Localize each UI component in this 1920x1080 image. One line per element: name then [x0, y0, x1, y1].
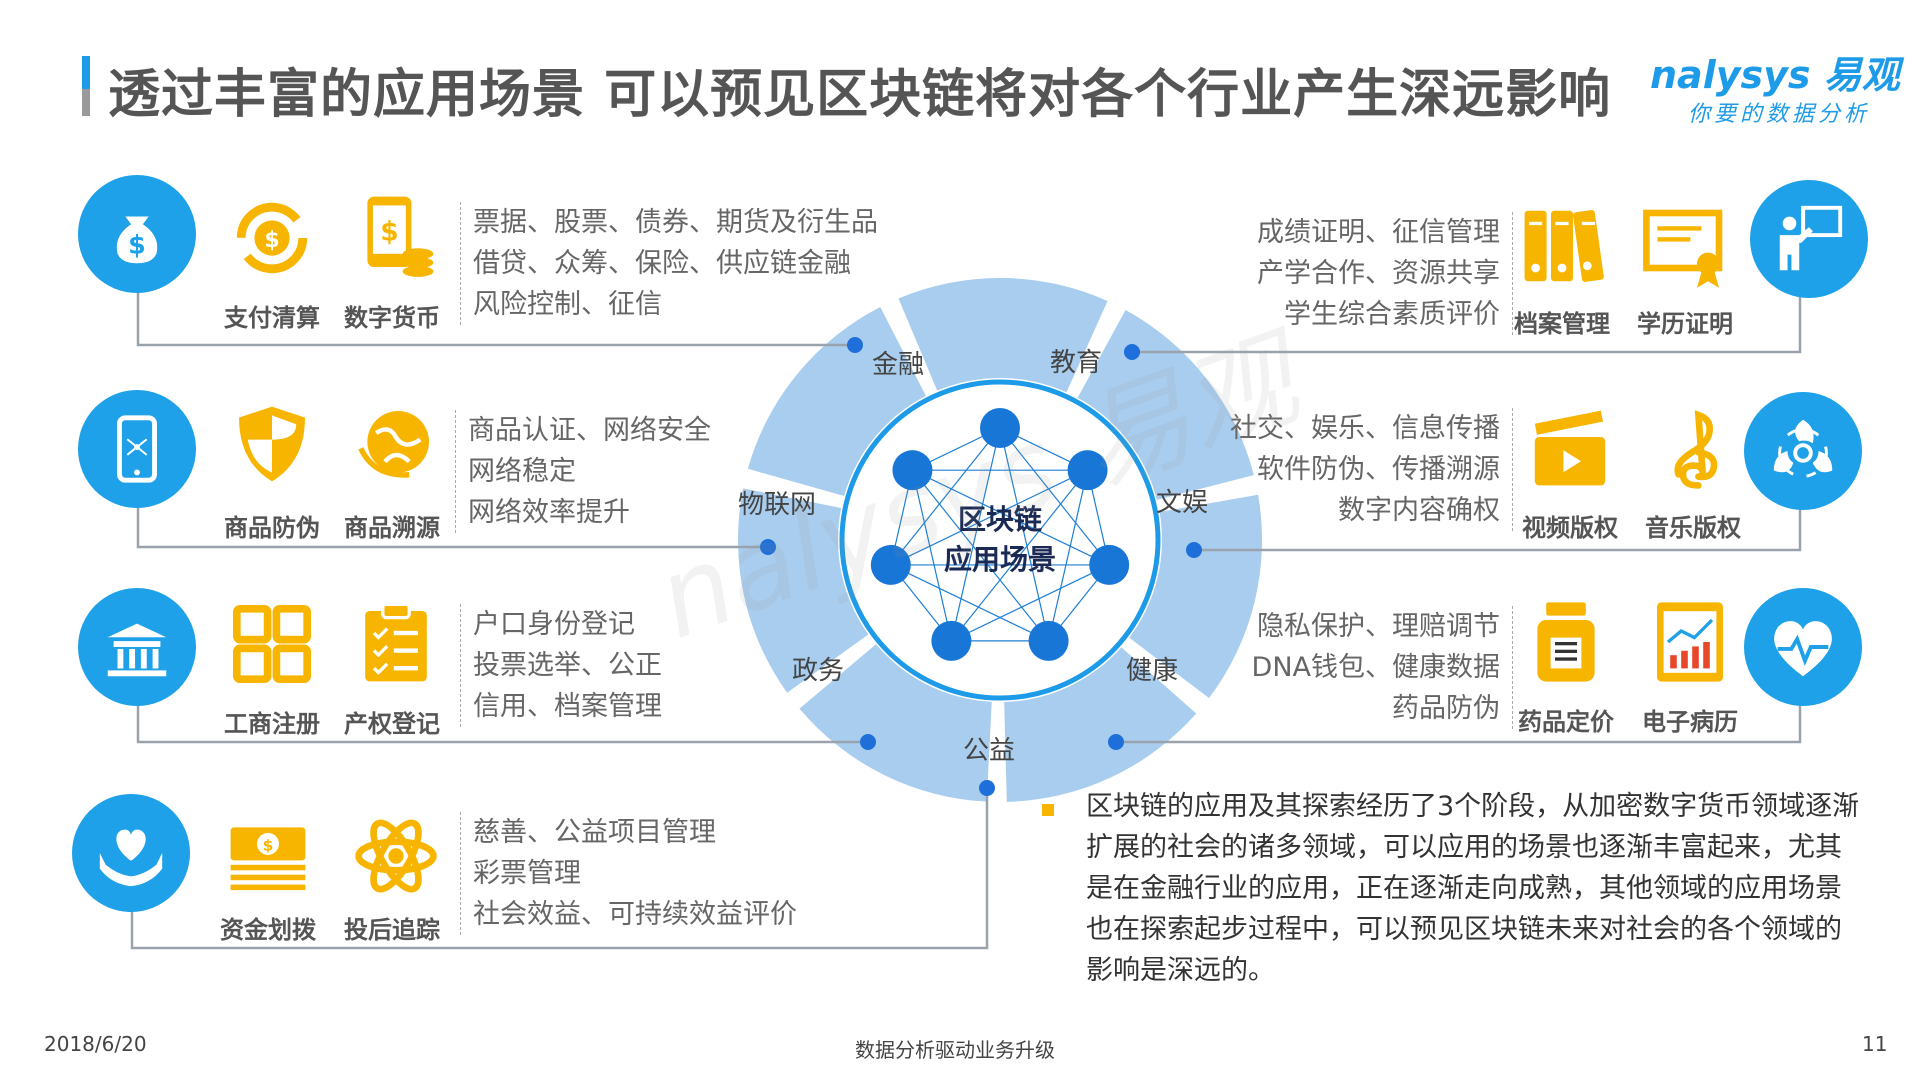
page-title: 透过丰富的应用场景 可以预见区块链将对各个行业产生深远影响: [108, 65, 1612, 125]
sector-entertainment: 文娱: [1156, 488, 1209, 518]
smartphone-circuit-icon: [78, 390, 196, 508]
logo-tagline: 你要的数据分析: [1688, 102, 1871, 127]
sector-government: 政务: [792, 656, 845, 686]
finance-desc: 票据、股票、债券、期货及衍生品 借贷、众筹、保险、供应链金融 风险控制、征信: [460, 202, 878, 325]
charity-item-2-label: 投后追踪: [344, 916, 440, 944]
health-desc: 隐私保护、理赔调节 DNA钱包、健康数据 药品防伪: [1215, 606, 1513, 729]
blockchain-scenario-wheel: [738, 278, 1262, 802]
network-link: [950, 469, 1089, 642]
treble-clef-icon: [1648, 402, 1740, 494]
svg-text:$: $: [264, 228, 279, 253]
finance-item-2-label: 数字货币: [344, 304, 440, 332]
globe-trace-icon: [350, 398, 442, 490]
network-link: [890, 469, 1088, 566]
entertainment-item-2-label: 音乐版权: [1645, 514, 1741, 542]
page-number: 11: [1862, 1032, 1888, 1056]
network-link: [890, 564, 1049, 642]
network-link: [911, 470, 952, 642]
bullet-marker: [1042, 804, 1054, 816]
network-link: [912, 469, 1110, 566]
government-building-icon: [78, 588, 196, 706]
title-accent-bar: [82, 56, 90, 116]
summary-text: 区块链的应用及其探索经历了3个阶段，从加密数字货币领域逐渐扩展的社会的诸多领域，…: [1086, 791, 1860, 986]
wheel-segment-education: [1077, 310, 1254, 500]
sector-iot: 物联网: [738, 490, 817, 520]
network-link: [951, 564, 1110, 642]
footer-date: 2018/6/20: [44, 1032, 147, 1056]
iot-item-2-label: 商品溯源: [344, 514, 440, 542]
wheel-segment-entertainment: [1129, 494, 1262, 698]
wheel-segment-iot: [747, 306, 926, 496]
entertainment-item-1-label: 视频版权: [1522, 514, 1618, 542]
biohazard-icon: [1744, 392, 1862, 510]
medicine-bottle-icon: [1520, 596, 1612, 688]
sector-charity: 公益: [963, 736, 1016, 766]
network-link: [890, 427, 1001, 566]
network-node: [1067, 450, 1108, 491]
network-link: [999, 427, 1110, 566]
wheel-segment-finance: [898, 278, 1108, 393]
clipboard-checklist-icon: [350, 598, 442, 690]
cash-stack-icon: $: [222, 810, 314, 902]
education-item-1-label: 档案管理: [1514, 310, 1610, 338]
svg-text:$: $: [128, 230, 146, 260]
center-label: 区块链 应用场景: [920, 500, 1080, 580]
iot-item-1-label: 商品防伪: [224, 514, 320, 542]
payment-cycle-icon: $: [226, 192, 318, 284]
wheel-segment-health: [1004, 647, 1197, 802]
svg-text:$: $: [263, 837, 274, 855]
network-node: [1089, 544, 1130, 585]
health-item-2-label: 电子病历: [1642, 708, 1738, 736]
network-node: [931, 620, 972, 661]
network-node: [870, 544, 911, 585]
network-node: [980, 408, 1020, 448]
network-link: [999, 427, 1050, 642]
finance-item-1-label: 支付清算: [224, 304, 320, 332]
network-node: [892, 450, 933, 491]
certificate-icon: [1640, 200, 1732, 292]
svg-text:$: $: [380, 217, 398, 248]
medical-record-chart-icon: [1644, 596, 1736, 688]
footer-slogan: 数据分析驱动业务升级: [855, 1038, 1055, 1062]
center-label-line2: 应用场景: [943, 543, 1056, 576]
sector-education: 教育: [1050, 348, 1103, 378]
iot-desc: 商品认证、网络安全 网络稳定 网络效率提升: [455, 410, 711, 533]
analysys-logo: nalysys 易观: [1650, 53, 1900, 97]
heart-hands-icon: [72, 794, 190, 912]
gov-desc: 户口身份登记 投票选举、公正 信用、档案管理: [460, 604, 662, 727]
sector-health: 健康: [1126, 656, 1179, 686]
network-link: [1048, 470, 1089, 642]
heart-pulse-icon: [1744, 588, 1862, 706]
teacher-board-icon: [1750, 180, 1868, 298]
education-desc: 成绩证明、征信管理 产学合作、资源共享 学生综合素质评价: [1180, 212, 1513, 335]
charity-desc: 慈善、公益项目管理 彩票管理 社会效益、可持续效益评价: [460, 812, 797, 935]
grid-apps-icon: [226, 598, 318, 690]
health-item-1-label: 药品定价: [1518, 708, 1614, 736]
sector-finance: 金融: [872, 350, 925, 380]
wheel-segment-charity: [799, 644, 992, 802]
gov-item-1-label: 工商注册: [224, 710, 320, 738]
charity-item-1-label: 资金划拨: [220, 916, 316, 944]
network-link: [950, 427, 1001, 642]
education-item-2-label: 学历证明: [1637, 310, 1733, 338]
binder-archive-icon: [1516, 200, 1608, 292]
money-bag-icon: $: [78, 175, 196, 293]
video-clapper-icon: [1524, 402, 1616, 494]
entertainment-desc: 社交、娱乐、信息传播 软件防伪、传播溯源 数字内容确权: [1200, 408, 1513, 531]
network-node: [1028, 620, 1069, 661]
mobile-coin-icon: $: [350, 188, 442, 280]
gov-item-2-label: 产权登记: [344, 710, 440, 738]
network-link: [911, 469, 1050, 642]
shield-icon: [226, 398, 318, 490]
atom-icon: [350, 810, 442, 902]
network-graph: [870, 408, 1130, 661]
center-label-line1: 区块链: [957, 503, 1042, 536]
